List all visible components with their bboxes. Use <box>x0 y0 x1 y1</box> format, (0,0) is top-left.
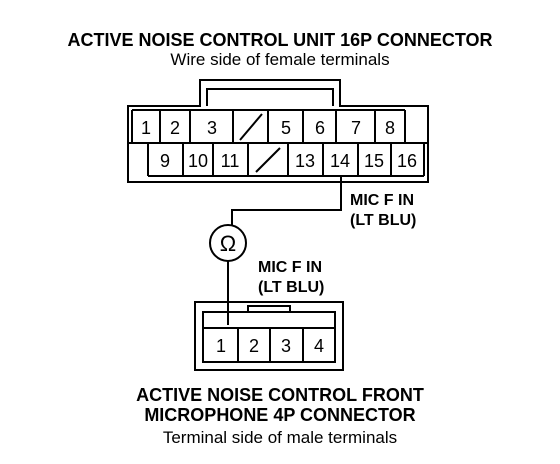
upper-wire-label-line2: (LT BLU) <box>350 212 416 229</box>
top-pin-16: 16 <box>397 151 417 171</box>
pin-12-empty-slash <box>255 147 281 173</box>
lower-wire-label-line1: MIC F IN <box>258 259 322 276</box>
top-row1-dividers <box>131 109 406 143</box>
bottom-connector-title-line1: ACTIVE NOISE CONTROL FRONT <box>136 385 424 405</box>
bottom-connector-housing <box>194 301 344 371</box>
bottom-pin-2: 2 <box>249 336 259 356</box>
bottom-pin-4: 4 <box>314 336 324 356</box>
top-pin-3: 3 <box>207 118 217 138</box>
top-pin-14: 14 <box>330 151 350 171</box>
top-connector-subtitle: Wire side of female terminals <box>170 50 390 69</box>
top-pin-10: 10 <box>188 151 208 171</box>
top-pin-5: 5 <box>281 118 291 138</box>
bottom-pin-3: 3 <box>281 336 291 356</box>
bottom-connector-title-line2: MICROPHONE 4P CONNECTOR <box>144 405 416 425</box>
upper-wire-label-line1: MIC F IN <box>350 192 414 209</box>
top-pin-13: 13 <box>295 151 315 171</box>
wire-pin14-to-meter <box>231 176 342 226</box>
bottom-connector-subtitle: Terminal side of male terminals <box>162 428 398 447</box>
ohm-meter-symbol: Ω <box>220 231 236 256</box>
top-pin-7: 7 <box>351 118 361 138</box>
top-pin-2: 2 <box>170 118 180 138</box>
bottom-connector-latch <box>247 305 291 312</box>
top-row2-dividers <box>147 143 425 177</box>
top-pin-11: 11 <box>221 151 240 171</box>
top-connector-latch <box>206 88 334 106</box>
top-pin-1: 1 <box>141 118 151 138</box>
bottom-connector-inner <box>202 311 336 363</box>
top-connector-housing <box>127 79 429 183</box>
top-pin-15: 15 <box>364 151 384 171</box>
top-connector-title: ACTIVE NOISE CONTROL UNIT 16P CONNECTOR <box>67 30 493 50</box>
top-pin-9: 9 <box>160 151 170 171</box>
top-pin-6: 6 <box>315 118 325 138</box>
pin-4-empty-slash <box>239 113 263 141</box>
bottom-pin-1: 1 <box>216 336 226 356</box>
top-pin-8: 8 <box>385 118 395 138</box>
lower-wire-label-line2: (LT BLU) <box>258 279 324 296</box>
